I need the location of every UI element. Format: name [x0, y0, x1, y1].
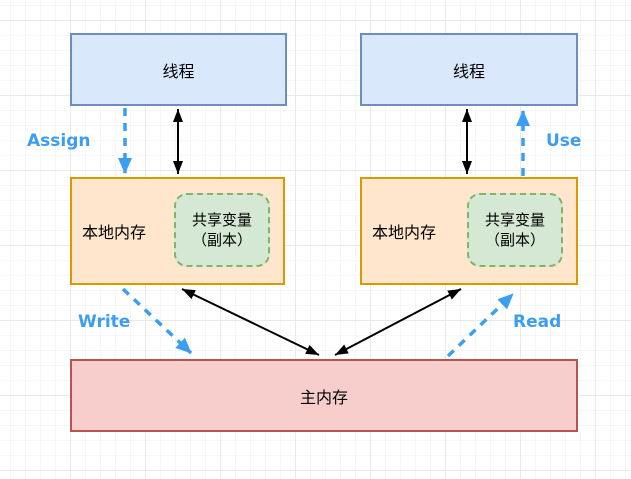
- main-memory-node: 主内存: [70, 359, 578, 432]
- main-memory-label: 主内存: [299, 387, 348, 407]
- read-edge-label: Read: [513, 312, 562, 332]
- shared-variable-copy-left: 共享变量 （副本）: [174, 193, 270, 267]
- shared-variable-right-line2: （副本）: [484, 231, 545, 249]
- write-arrow: [121, 287, 193, 355]
- shared-variable-copy-right: 共享变量 （副本）: [467, 193, 563, 267]
- thread-node-left: 线程: [70, 33, 287, 106]
- local-memory-left-label: 本地内存: [82, 223, 147, 242]
- local-memory-node-left: 本地内存 共享变量 （副本）: [70, 177, 285, 285]
- shared-variable-left-line2: （副本）: [191, 231, 252, 249]
- local-memory-right-label: 本地内存: [372, 223, 437, 242]
- shared-variable-left-line1: 共享变量: [191, 210, 252, 229]
- write-edge-label: Write: [78, 312, 131, 332]
- thread-node-right: 线程: [360, 33, 578, 106]
- localmemory-mainmemory-arrow-left: [181, 288, 320, 356]
- localmemory-mainmemory-arrow-right: [334, 288, 462, 356]
- thread-right-label: 线程: [452, 61, 485, 81]
- shared-variable-right-line1: 共享变量: [484, 210, 545, 229]
- assign-edge-label: Assign: [27, 131, 91, 151]
- local-memory-node-right: 本地内存 共享变量 （副本）: [360, 177, 578, 285]
- use-edge-label: Use: [546, 131, 582, 151]
- read-arrow: [446, 292, 515, 358]
- thread-left-label: 线程: [162, 61, 195, 81]
